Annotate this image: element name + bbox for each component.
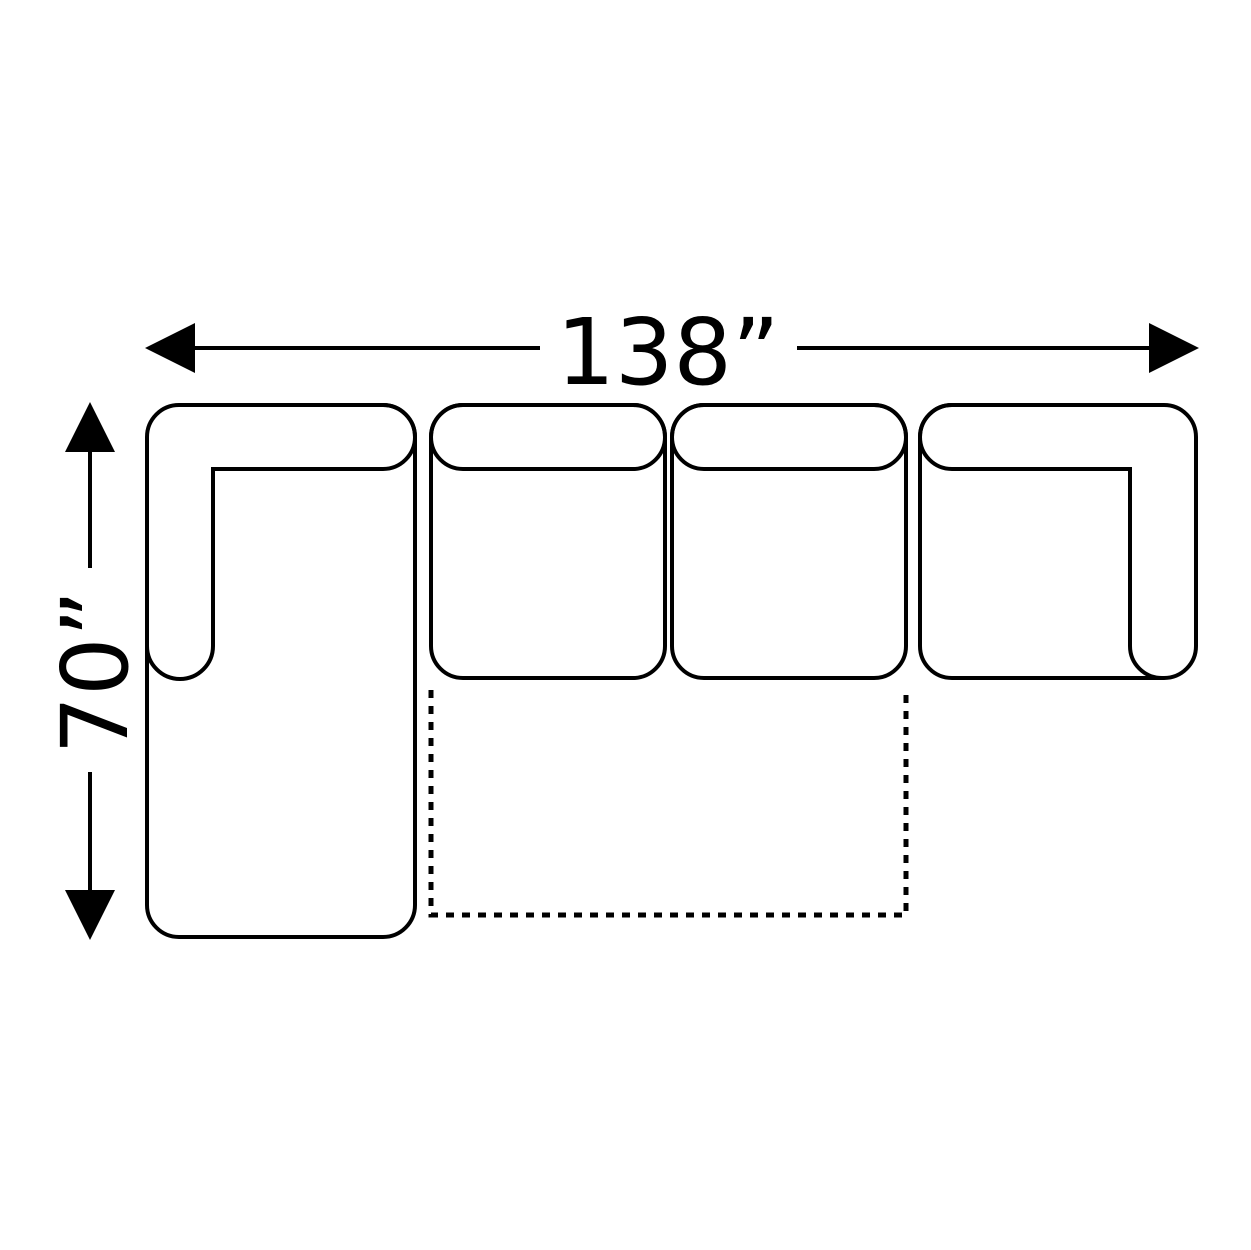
arm-seat-right (918, 403, 1198, 680)
arrow-down-icon (65, 890, 115, 940)
arrow-right-icon (1149, 323, 1199, 373)
depth-label: 70” (42, 590, 149, 755)
width-dimension: 138” (145, 299, 1199, 406)
optional-extension-dashed (428, 690, 909, 918)
armless-seat-2 (670, 403, 908, 680)
arrow-left-icon (145, 323, 195, 373)
chaise-left (145, 403, 417, 939)
width-label: 138” (556, 299, 779, 406)
depth-dimension: 70” (42, 402, 149, 940)
armless-seat-1 (429, 403, 667, 680)
arrow-up-icon (65, 402, 115, 452)
